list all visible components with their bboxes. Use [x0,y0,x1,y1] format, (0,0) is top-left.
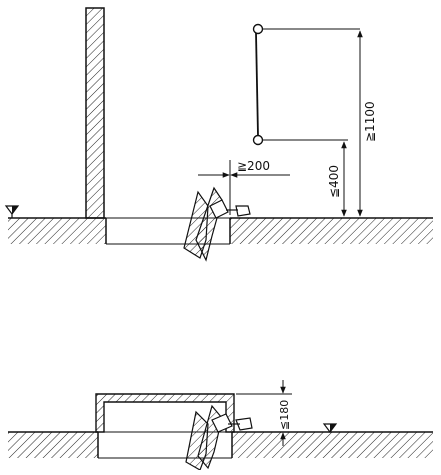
gap-dimension: ≧200 [198,159,290,215]
upper-rail-dimension: ≧1100 [357,30,377,217]
ground-right-bottom [231,431,433,458]
level-symbol-bottom-icon [322,423,338,433]
worker-figure-icon [183,186,251,262]
ground-left-bottom [8,431,99,458]
worker-figure-bottom-icon [185,404,253,471]
level-symbol-icon [4,205,20,218]
guard-rail [252,23,360,146]
ground-right [229,217,433,244]
top-detail: ≧200 ≦400 ≧1100 [4,7,433,262]
upper-rail-dimension-label: ≧1100 [363,101,377,142]
gap-dimension-label: ≧200 [237,159,270,173]
lower-rail-dimension-label: ≦400 [327,165,341,198]
pit-cover [95,393,235,433]
cover-height-dimension: ≦180 [236,380,292,446]
ground-left [8,217,107,244]
wall [85,7,105,219]
cover-height-dimension-label: ≦180 [278,400,291,430]
bottom-detail: ≦180 [8,380,433,471]
lower-rail-dimension: ≦400 [327,141,347,217]
